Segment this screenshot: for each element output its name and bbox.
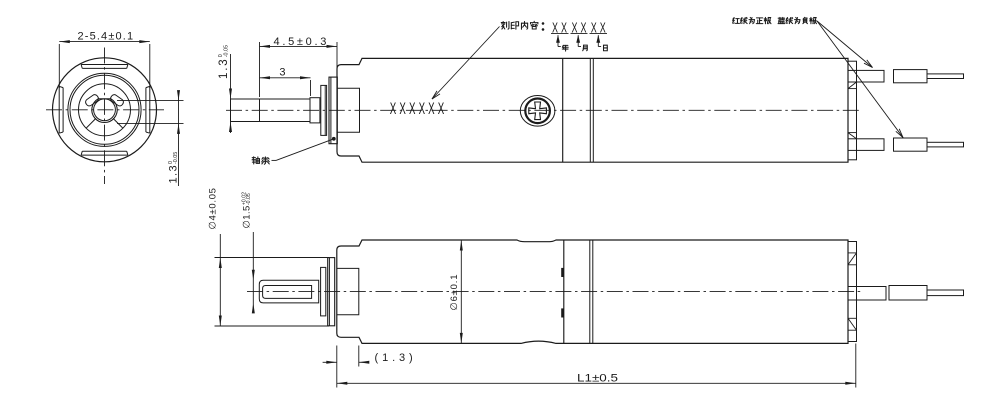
svg-text:∅6±0.1: ∅6±0.1 <box>449 274 460 311</box>
svg-text:XX: XX <box>572 19 590 36</box>
svg-text:-0.05: -0.05 <box>223 45 229 57</box>
svg-text:1.3: 1.3 <box>168 164 180 184</box>
svg-text:4.5±0.3: 4.5±0.3 <box>274 36 330 48</box>
svg-text:+0.02: +0.02 <box>242 192 248 205</box>
svg-text:0: 0 <box>168 161 174 164</box>
svg-text:XX: XX <box>591 19 609 36</box>
svg-text:∅1.5: ∅1.5 <box>242 205 253 228</box>
svg-text:XX: XX <box>552 19 570 36</box>
svg-text:-0.05: -0.05 <box>173 152 179 164</box>
svg-text:1.3: 1.3 <box>218 58 230 79</box>
svg-text:-0.05: -0.05 <box>246 193 252 205</box>
svg-text:XXXXXX: XXXXXX <box>390 99 448 117</box>
svg-text:∅4±0.05: ∅4±0.05 <box>208 187 219 229</box>
svg-text:(1.3): (1.3) <box>375 352 417 364</box>
svg-text:2-5.4±0.1: 2-5.4±0.1 <box>78 31 135 43</box>
svg-text:L1±0.5: L1±0.5 <box>577 373 618 385</box>
svg-text:3: 3 <box>279 66 285 78</box>
svg-text:0: 0 <box>218 54 224 57</box>
